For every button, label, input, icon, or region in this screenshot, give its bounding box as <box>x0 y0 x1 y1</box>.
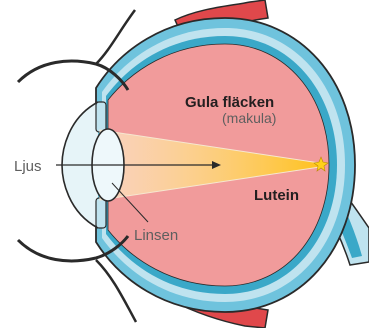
iris-bottom <box>96 198 106 228</box>
label-macula-title: Gula fläcken <box>185 94 274 111</box>
label-light: Ljus <box>14 158 42 175</box>
label-macula-sub: (makula) <box>222 110 276 126</box>
label-lutein: Lutein <box>254 187 299 204</box>
iris-top <box>96 102 106 132</box>
label-lens: Linsen <box>134 227 178 244</box>
